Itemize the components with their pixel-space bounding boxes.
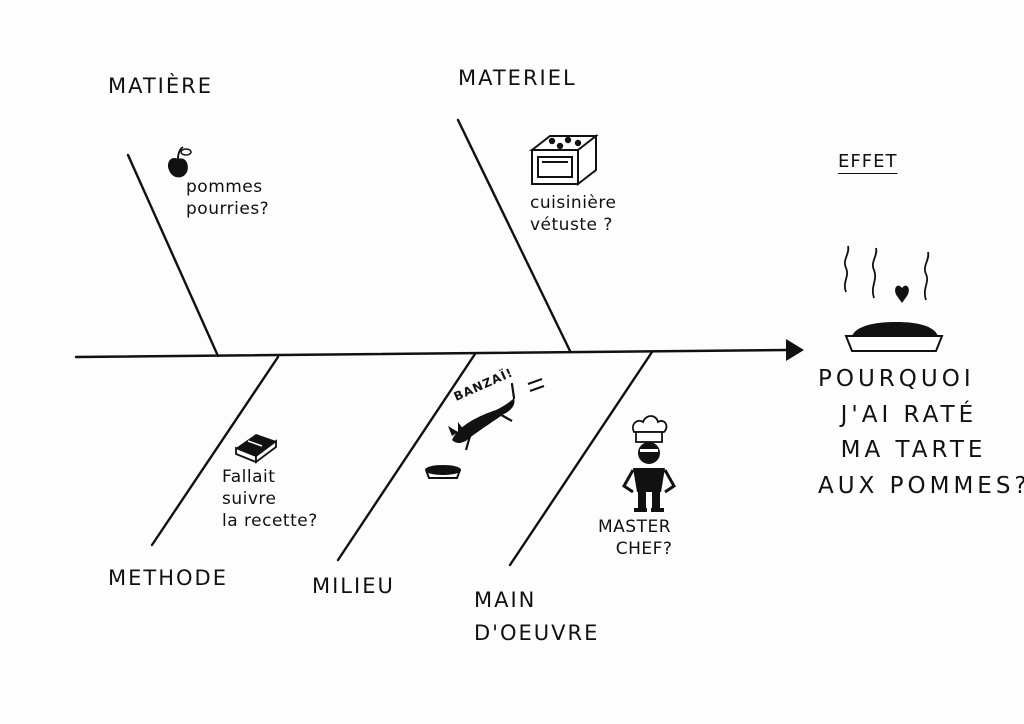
category-materiel-label: MATERIEL: [458, 66, 577, 90]
recipe-book-icon: [235, 434, 277, 464]
cause-matiere-note: pommes pourries?: [186, 177, 270, 220]
category-methode-label: METHODE: [108, 566, 228, 590]
cause-methode-note: Fallait suivre la recette?: [222, 467, 318, 532]
effect-question: POURQUOI J'AI RATÉ MA TARTE AUX POMMES?: [818, 366, 1024, 499]
bone-matiere: [126, 153, 220, 358]
bone-methode: [150, 355, 280, 547]
bowl-icon: [425, 465, 461, 479]
effect-label: EFFET: [838, 151, 898, 172]
category-matiere-label: MATIÈRE: [108, 74, 214, 98]
bone-materiel: [456, 118, 572, 353]
cat-icon: [448, 378, 545, 451]
burnt-pie-icon: [843, 245, 944, 352]
category-milieu-label: MILIEU: [312, 574, 395, 598]
spine-line: [74, 348, 790, 359]
bone-main-oeuvre: [508, 350, 654, 567]
stove-icon: [529, 133, 599, 187]
category-main-oeuvre-label: MAIN D'OEUVRE: [474, 588, 600, 645]
apple-icon: [168, 146, 192, 178]
bone-milieu: [336, 352, 477, 562]
cause-materiel-note: cuisinière vétuste ?: [530, 193, 617, 236]
spine-arrowhead: [786, 339, 804, 361]
chef-icon: [622, 415, 676, 512]
cause-main-oeuvre-note: MASTER CHEF?: [598, 517, 673, 560]
